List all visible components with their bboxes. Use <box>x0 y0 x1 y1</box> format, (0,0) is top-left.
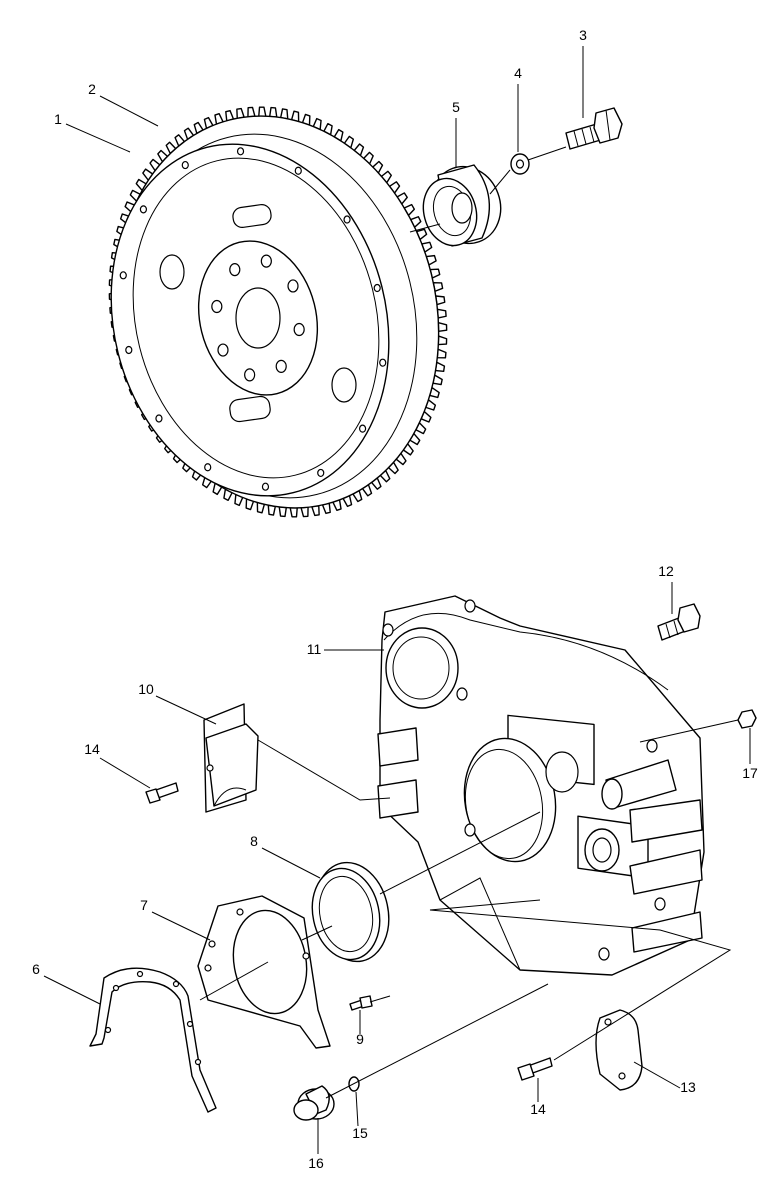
pilot-bearing <box>422 164 502 247</box>
callout-label-c3: 3 <box>579 27 587 43</box>
leader-line-c6 <box>43 975 101 1005</box>
assembly-lines <box>199 146 739 1099</box>
callout-label-c14b: 14 <box>530 1101 546 1117</box>
leader-line-c2 <box>99 95 159 127</box>
oil-seal <box>311 861 390 963</box>
callout-label-c17: 17 <box>742 765 758 781</box>
seal-case-bolt <box>349 995 373 1011</box>
flywheel-bolt <box>565 107 623 150</box>
flywheel-housing <box>377 595 705 976</box>
rim-hole <box>139 205 148 214</box>
callout-label-c16: 16 <box>308 1155 324 1171</box>
callout-label-c8: 8 <box>250 833 258 849</box>
plug <box>293 1085 335 1121</box>
hub-bolt-hole <box>287 279 299 293</box>
cover-bolt <box>517 1057 553 1081</box>
rim-hole <box>236 147 245 156</box>
gear-tooth <box>269 106 278 118</box>
hub-bolt-hole <box>217 343 229 357</box>
housing-bolt <box>657 603 701 641</box>
rim-hole <box>155 414 163 423</box>
callout-label-c9: 9 <box>356 1031 364 1047</box>
leader-line-c7 <box>151 911 211 941</box>
seal-case <box>197 895 331 1049</box>
rim-hole <box>373 283 381 293</box>
rim-hole <box>343 215 351 224</box>
cover-plate <box>595 1009 643 1091</box>
gear-tooth <box>247 106 256 118</box>
flywheel-assembly <box>108 106 448 518</box>
callout-label-c6: 6 <box>32 961 40 977</box>
gear-tooth <box>300 506 309 518</box>
callout-label-c11: 11 <box>307 641 322 657</box>
gasket <box>89 967 217 1113</box>
rim-hole <box>294 166 302 175</box>
leader-line-c13 <box>633 1061 681 1089</box>
gear-tooth <box>278 506 287 518</box>
hub-bolt-hole <box>293 322 305 337</box>
hub-bolt-hole <box>211 299 223 314</box>
rim-hole <box>119 271 127 280</box>
callout-label-c1: 1 <box>54 111 62 127</box>
drain-plug <box>737 709 757 729</box>
callout-label-c5: 5 <box>452 99 460 115</box>
callout-label-c7: 7 <box>140 897 148 913</box>
hub-bolt-hole <box>244 368 256 382</box>
hub-bolt-hole <box>229 263 241 277</box>
leader-line-c8 <box>261 847 321 879</box>
callout-label-c12: 12 <box>658 563 674 579</box>
rim-hole <box>204 463 212 472</box>
leader-line-c14a <box>99 757 151 789</box>
hub-bolt-hole <box>275 359 287 373</box>
leader-line-c10 <box>155 695 217 725</box>
rim-hole <box>125 345 133 355</box>
bracket <box>203 703 259 813</box>
hub-bolt-hole <box>260 254 272 268</box>
rim-hole <box>358 424 367 433</box>
rim-hole <box>379 358 387 367</box>
rim-hole <box>261 482 270 491</box>
gear-tooth <box>437 322 448 333</box>
bracket-bolt <box>145 782 179 804</box>
washer <box>510 153 530 175</box>
leader-line-c1 <box>65 123 131 153</box>
gear-tooth <box>258 106 267 117</box>
flywheel-disc <box>110 143 390 497</box>
callout-label-c2: 2 <box>88 81 96 97</box>
callout-label-c13: 13 <box>680 1079 696 1095</box>
leader-line-c15 <box>355 1091 359 1127</box>
callout-label-c10: 10 <box>138 681 154 697</box>
rim-hole <box>181 160 189 170</box>
callout-label-c14a: 14 <box>84 741 100 757</box>
gear-tooth <box>289 507 298 518</box>
gear-tooth <box>437 335 448 346</box>
callout-label-c4: 4 <box>514 65 522 81</box>
rim-hole <box>317 468 325 478</box>
callout-label-c15: 15 <box>352 1125 368 1141</box>
